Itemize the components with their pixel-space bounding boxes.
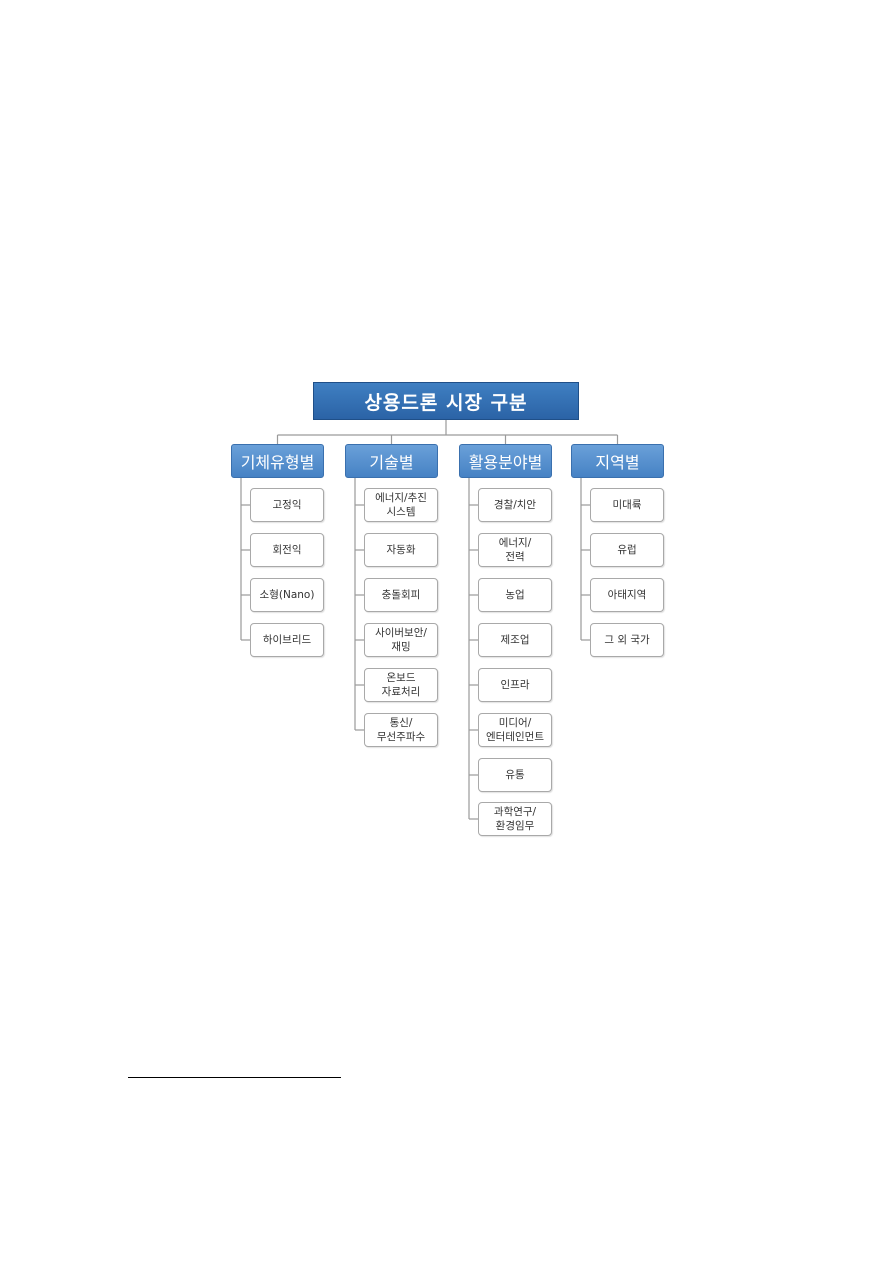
category-node: 지역별: [571, 444, 664, 478]
leaf-node: 고정익: [250, 488, 324, 522]
root-label: 상용드론 시장 구분: [364, 391, 528, 414]
category-label: 기술별: [369, 453, 414, 472]
category-node: 기체유형별: [231, 444, 324, 478]
category-label: 기체유형별: [240, 453, 315, 472]
leaf-node: 하이브리드: [250, 623, 324, 657]
leaf-label: 과학연구/ 환경임무: [493, 806, 537, 832]
leaf-node: 제조업: [478, 623, 552, 657]
leaf-label: 미디어/ 엔터테인먼트: [486, 717, 544, 743]
leaf-label: 온보드 자료처리: [381, 672, 421, 698]
leaf-label: 충돌회피: [381, 589, 421, 601]
leaf-label: 에너지/추진 시스템: [375, 492, 427, 518]
leaf-label: 아태지역: [607, 589, 647, 601]
leaf-node: 회전익: [250, 533, 324, 567]
leaf-label: 경찰/치안: [493, 499, 537, 511]
leaf-node: 유럽: [590, 533, 664, 567]
leaf-node: 소형(Nano): [250, 578, 324, 612]
category-label: 지역별: [595, 453, 640, 472]
leaf-node: 농업: [478, 578, 552, 612]
category-node: 활용분야별: [459, 444, 552, 478]
root-node: 상용드론 시장 구분: [313, 382, 579, 420]
leaf-node: 에너지/추진 시스템: [364, 488, 438, 522]
leaf-node: 통신/ 무선주파수: [364, 713, 438, 747]
leaf-node: 충돌회피: [364, 578, 438, 612]
category-node: 기술별: [345, 444, 438, 478]
leaf-label: 에너지/ 전력: [498, 537, 532, 563]
leaf-label: 회전익: [272, 544, 302, 556]
leaf-label: 자동화: [386, 544, 416, 556]
footnote-separator: [128, 1077, 341, 1078]
leaf-label: 유통: [505, 769, 525, 781]
leaf-node: 미디어/ 엔터테인먼트: [478, 713, 552, 747]
leaf-label: 농업: [505, 589, 525, 601]
leaf-label: 유럽: [617, 544, 637, 556]
leaf-node: 사이버보안/ 재밍: [364, 623, 438, 657]
leaf-label: 소형(Nano): [259, 589, 315, 601]
leaf-label: 제조업: [500, 634, 530, 646]
leaf-node: 경찰/치안: [478, 488, 552, 522]
leaf-label: 고정익: [272, 499, 302, 511]
leaf-label: 하이브리드: [262, 634, 312, 646]
leaf-node: 에너지/ 전력: [478, 533, 552, 567]
leaf-node: 유통: [478, 758, 552, 792]
leaf-node: 온보드 자료처리: [364, 668, 438, 702]
category-label: 활용분야별: [468, 453, 543, 472]
leaf-node: 인프라: [478, 668, 552, 702]
leaf-node: 과학연구/ 환경임무: [478, 802, 552, 836]
leaf-label: 그 외 국가: [604, 634, 650, 646]
leaf-node: 그 외 국가: [590, 623, 664, 657]
leaf-label: 미대륙: [612, 499, 642, 511]
leaf-label: 인프라: [500, 679, 530, 691]
leaf-label: 통신/ 무선주파수: [376, 717, 426, 743]
leaf-node: 미대륙: [590, 488, 664, 522]
leaf-label: 사이버보안/ 재밍: [375, 627, 427, 653]
leaf-node: 아태지역: [590, 578, 664, 612]
leaf-node: 자동화: [364, 533, 438, 567]
